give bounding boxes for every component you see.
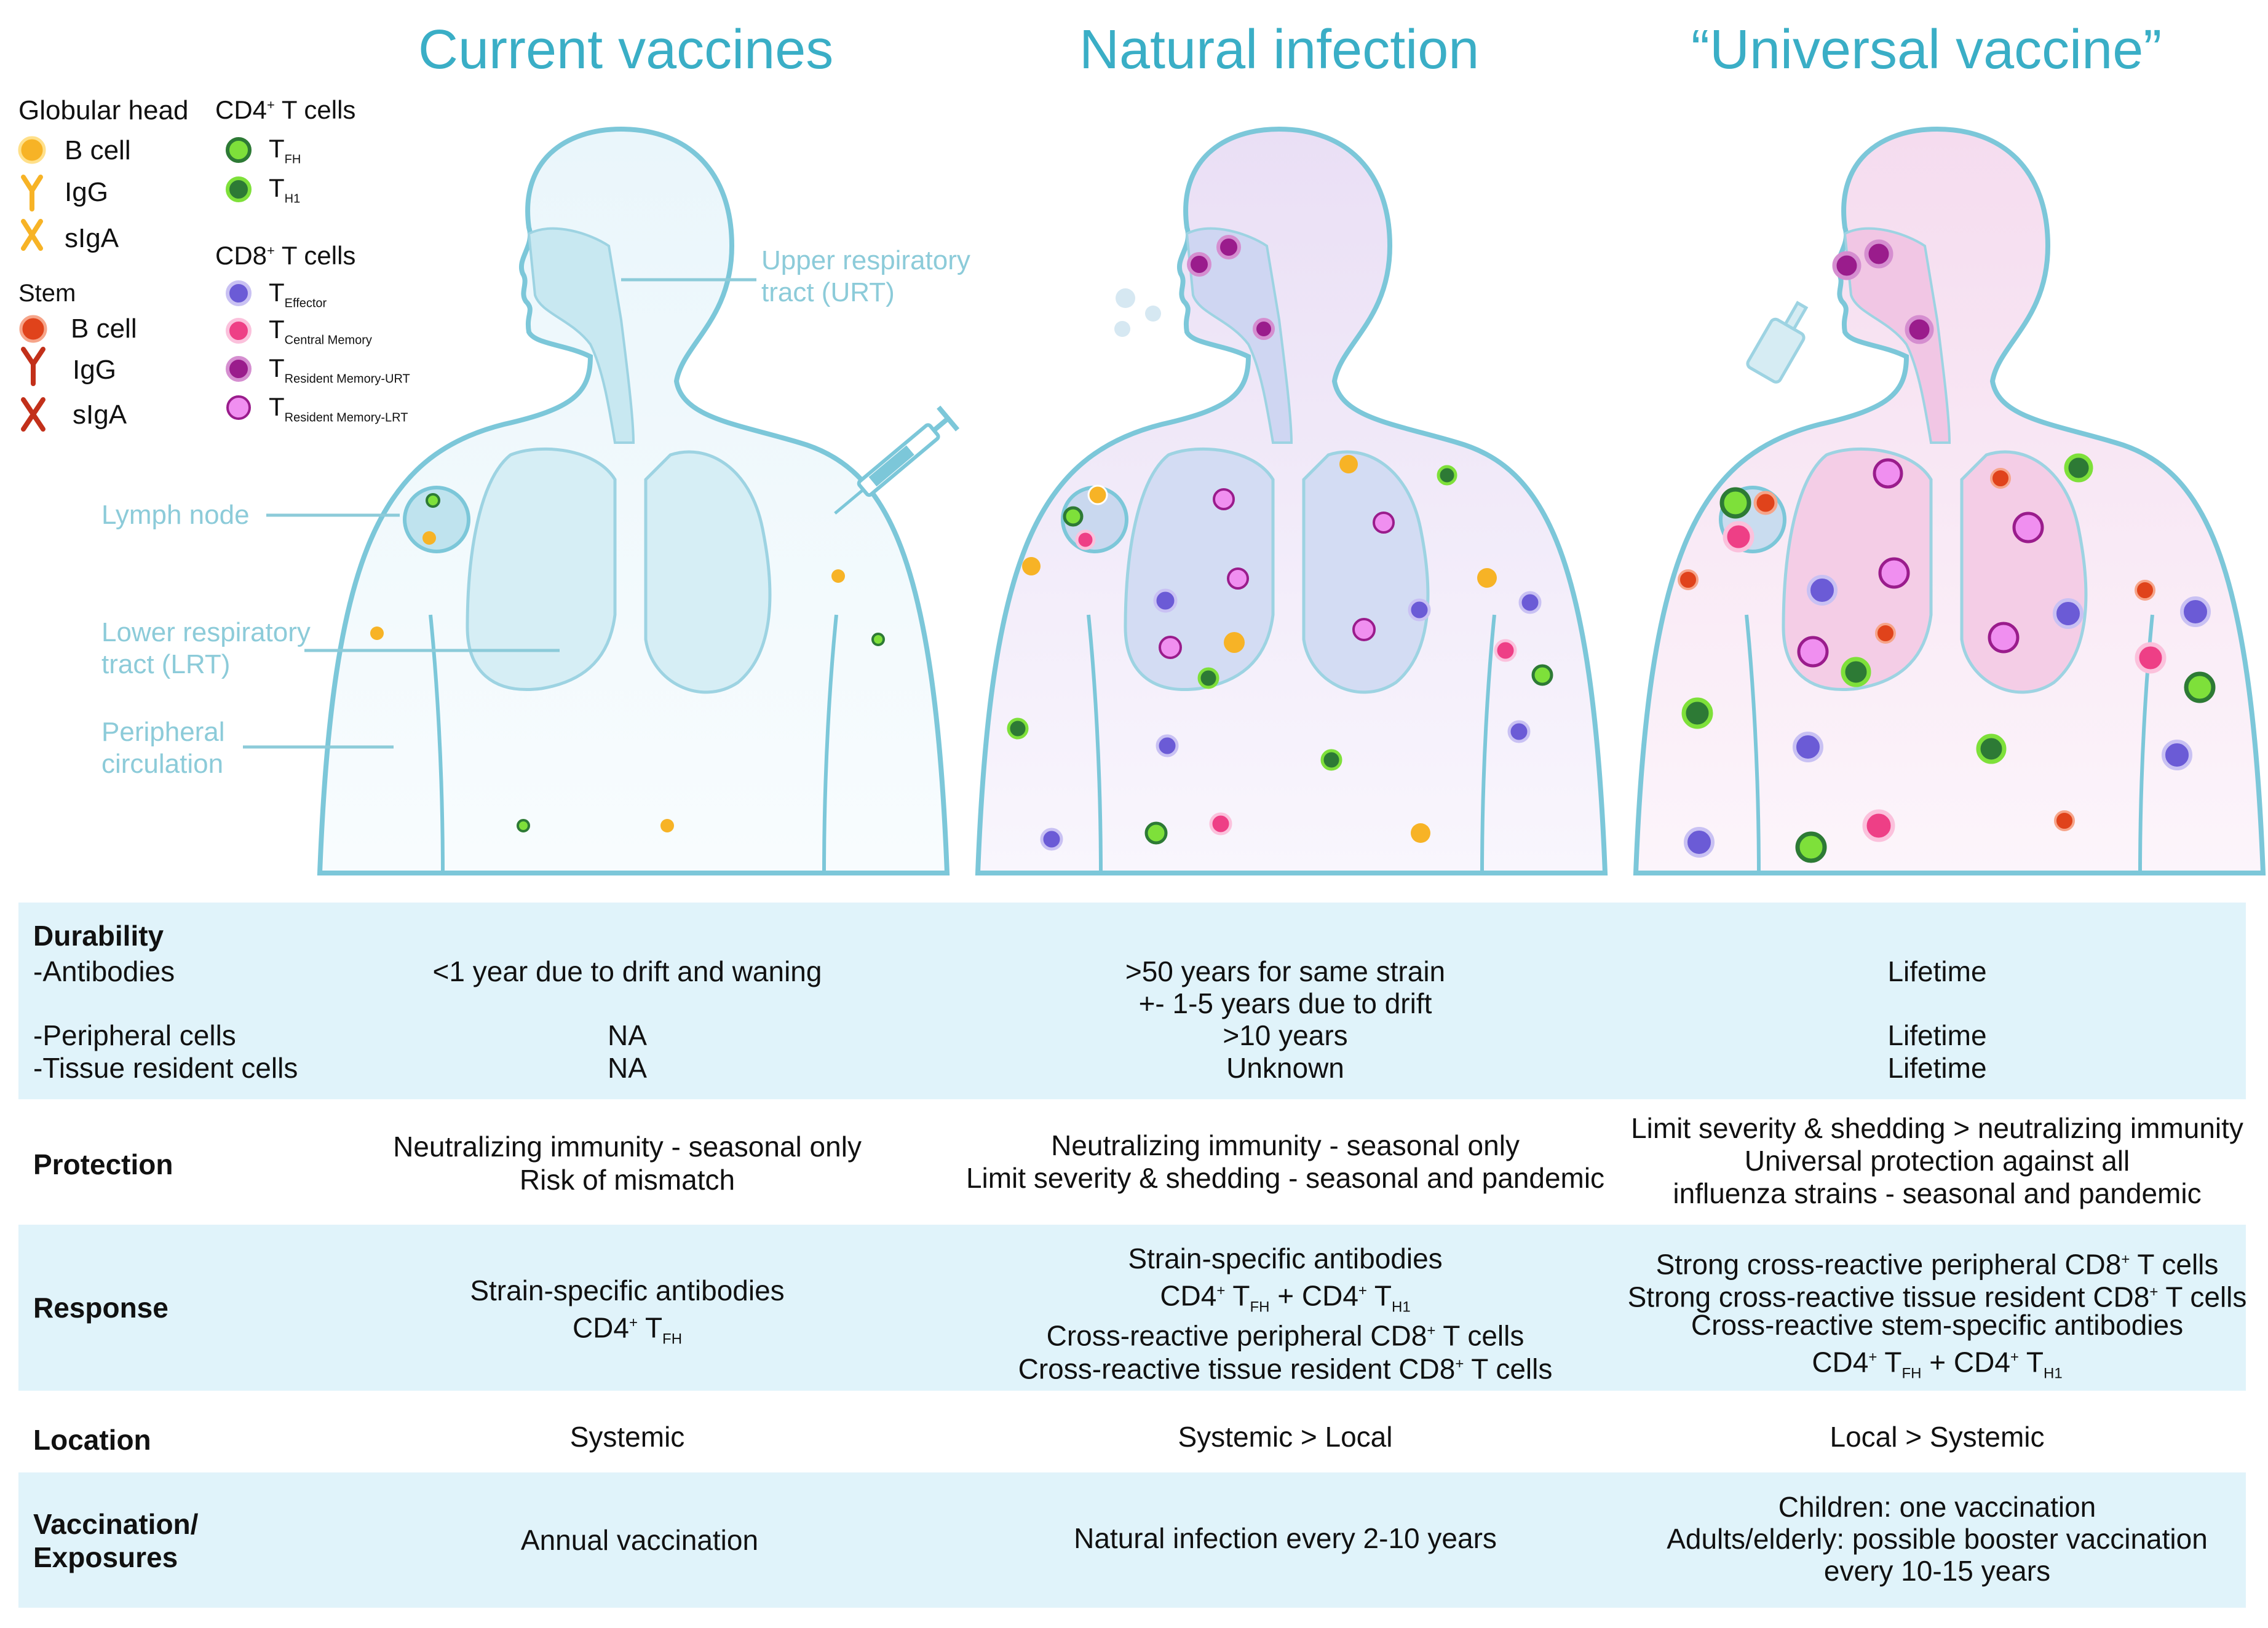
legend-igg-stem: IgG	[73, 355, 116, 385]
durability-current-antibodies: <1 year due to drift and waning	[432, 955, 822, 987]
durability-current-peripheral: NA	[608, 1019, 647, 1051]
legend-igg-head: IgG	[65, 177, 108, 207]
label-tissue-resident: -Tissue resident cells	[33, 1052, 298, 1084]
annotation-peripheral-line1: Peripheral	[101, 717, 225, 747]
location-natural: Systemic > Local	[1178, 1421, 1393, 1453]
nasal-spray-icon	[1746, 301, 1809, 384]
row-header-vaccination-2: Exposures	[33, 1541, 178, 1573]
annotation-peripheral: Peripheral circulation	[101, 716, 225, 780]
durability-natural-antibodies-2: +- 1-5 years due to drift	[1138, 987, 1432, 1019]
title-universal-vaccine: “Universal vaccine”	[1691, 19, 2162, 81]
vaccination-current: Annual vaccination	[520, 1524, 759, 1556]
response-natural-3: Cross-reactive peripheral CD8+ T cells	[1046, 1319, 1525, 1352]
durability-natural-peripheral: >10 years	[1223, 1019, 1348, 1051]
durability-universal-peripheral: Lifetime	[1887, 1019, 1987, 1051]
protection-current-1: Neutralizing immunity - seasonal only	[393, 1131, 862, 1163]
legend-tfh: TFH	[269, 134, 301, 167]
legend-rm-lrt: TResident Memory-LRT	[269, 392, 408, 425]
annotation-urt: Upper respiratory tract (URT)	[761, 245, 970, 309]
illustration	[18, 126, 2266, 875]
legend-rm-urt: TResident Memory-URT	[269, 354, 410, 386]
row-header-response: Response	[33, 1292, 169, 1324]
body-natural-infection	[975, 126, 1608, 875]
response-current-2: CD4+ TFH	[572, 1311, 683, 1348]
protection-universal-1: Limit severity & shedding > neutralizing…	[1631, 1112, 2243, 1144]
body-universal-vaccine	[1633, 126, 2266, 875]
legend-stem: Stem	[18, 280, 76, 307]
response-universal-2: Strong cross-reactive tissue resident CD…	[1627, 1281, 2247, 1313]
durability-universal-antibodies: Lifetime	[1887, 955, 1987, 987]
annotation-peripheral-line2: circulation	[101, 749, 224, 779]
vaccination-universal-1: Children: one vaccination	[1778, 1491, 2096, 1523]
vaccination-universal-3: every 10-15 years	[1823, 1555, 2051, 1587]
row-header-location: Location	[33, 1424, 151, 1456]
durability-current-tissue: NA	[608, 1052, 647, 1084]
title-natural-infection: Natural infection	[1079, 19, 1480, 81]
vaccination-natural: Natural infection every 2-10 years	[1074, 1522, 1497, 1554]
annotation-urt-line2: tract (URT)	[761, 277, 895, 307]
response-natural-4: Cross-reactive tissue resident CD8+ T ce…	[1018, 1353, 1553, 1385]
legend-effector: TEffector	[269, 278, 327, 310]
annotation-lrt: Lower respiratory tract (LRT)	[101, 617, 311, 681]
protection-universal-2: Universal protection against all	[1744, 1145, 2130, 1177]
row-header-durability: Durability	[33, 920, 164, 952]
response-natural-1: Strain-specific antibodies	[1128, 1243, 1443, 1274]
protection-natural-1: Neutralizing immunity - seasonal only	[1051, 1129, 1520, 1161]
legend-b-cell-stem: B cell	[71, 314, 137, 344]
legend-b-cell-head: B cell	[65, 135, 131, 165]
response-universal-4: CD4+ TFH + CD4+ TH1	[1812, 1346, 2063, 1382]
durability-universal-tissue: Lifetime	[1887, 1052, 1987, 1084]
annotation-lines	[243, 278, 756, 749]
response-natural-2: CD4+ TFH + CD4+ TH1	[1160, 1279, 1411, 1316]
row-response	[18, 1225, 2246, 1391]
row-durability	[18, 903, 2246, 1099]
response-universal-1: Strong cross-reactive peripheral CD8+ T …	[1655, 1248, 2219, 1281]
vaccination-universal-2: Adults/elderly: possible booster vaccina…	[1667, 1523, 2208, 1555]
row-header-vaccination-1: Vaccination/	[33, 1508, 199, 1540]
legend-cd8-heading: CD8+ T cells	[215, 241, 356, 270]
response-universal-3: Cross-reactive stem-specific antibodies	[1691, 1309, 2184, 1341]
annotation-lrt-line2: tract (LRT)	[101, 649, 231, 679]
body-current-vaccines	[317, 126, 960, 875]
legend-cd4-heading: CD4+ T cells	[215, 95, 356, 124]
annotation-urt-line1: Upper respiratory	[761, 245, 970, 275]
durability-natural-tissue: Unknown	[1226, 1052, 1344, 1084]
legend-central-memory: TCentral Memory	[269, 315, 372, 347]
durability-natural-antibodies-1: >50 years for same strain	[1125, 955, 1446, 987]
location-universal: Local > Systemic	[1830, 1421, 2045, 1453]
syringe-icon	[834, 405, 960, 515]
legend-icons	[18, 136, 252, 432]
virus-icon	[1114, 288, 1161, 337]
legend-th1: TH1	[269, 173, 301, 206]
row-header-protection: Protection	[33, 1148, 173, 1180]
protection-current-2: Risk of mismatch	[519, 1164, 736, 1196]
legend-siga-head: sIgA	[65, 223, 119, 253]
annotation-lrt-line1: Lower respiratory	[101, 617, 311, 647]
label-antibodies: -Antibodies	[33, 955, 175, 987]
protection-natural-2: Limit severity & shedding - seasonal and…	[965, 1162, 1605, 1194]
label-peripheral-cells: -Peripheral cells	[33, 1019, 236, 1051]
row-vaccination	[18, 1472, 2246, 1608]
annotation-lymph-node: Lymph node	[101, 500, 250, 530]
response-current-1: Strain-specific antibodies	[470, 1274, 785, 1306]
legend-siga-stem: sIgA	[73, 400, 127, 430]
title-current-vaccines: Current vaccines	[418, 19, 834, 81]
legend-globular-head: Globular head	[18, 95, 189, 125]
location-current: Systemic	[569, 1421, 685, 1453]
protection-universal-3: influenza strains - seasonal and pandemi…	[1673, 1177, 2202, 1209]
